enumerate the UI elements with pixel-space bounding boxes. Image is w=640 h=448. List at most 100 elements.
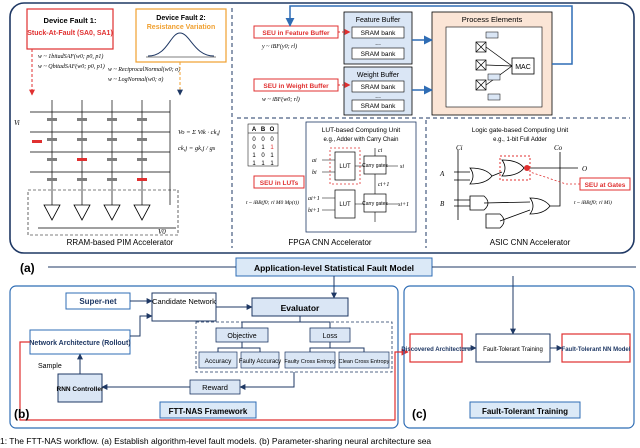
truth-r2-o: 1	[270, 153, 274, 159]
ftt-section: Discovered Architecture Fault-Tolerant T…	[331, 276, 631, 421]
lut-unit-sub: e.g., Adder with Carry Chain	[323, 137, 398, 143]
accuracy-label: Accuracy	[205, 358, 232, 365]
rram-vi-label: Vi	[14, 119, 20, 127]
panel-b-frame	[9, 285, 399, 429]
fpga-section: SEU in Feature Buffer y ~ iBF(y0; rl) SE…	[246, 5, 573, 247]
truth-r1-a: 0	[252, 145, 256, 151]
gaussian-curve	[147, 32, 215, 57]
faulty-ce-label: Faulty Cross Entropy	[284, 359, 336, 365]
full-adder-gates	[454, 150, 578, 229]
ftt-nas-framework-box	[159, 401, 257, 419]
evaluator-label: Evaluator	[281, 303, 320, 313]
feature-sram-2-label: SRAM bank	[361, 51, 396, 58]
figure-caption: 1: The FTT-NAS workflow. (a) Establish a…	[0, 436, 431, 446]
weight-buffer-title: Weight Buffer	[357, 72, 400, 79]
eq-gates: t ~ iBB(f0; rl Mi)	[574, 199, 612, 206]
weight-sram-2-label: SRAM bank	[361, 103, 396, 110]
candidate-network-label: Candidate Network	[152, 297, 216, 306]
feature-sram-1	[351, 26, 405, 39]
asic-sig-a: A	[439, 170, 445, 178]
lut-unit-box	[305, 121, 417, 233]
carry-block-2-label: Carry gates	[362, 201, 388, 207]
fpga-caption: FPGA CNN Accelerator	[288, 238, 371, 247]
label-b: (b)	[14, 407, 29, 421]
eq-rv-1: w ~ ReciprocalNormal(w0; σ)	[108, 66, 180, 73]
panel-c-frame	[403, 285, 635, 429]
eq-saf-1: w ~ 1bitadSAF(w0; p0, p1)	[38, 53, 103, 60]
lut-block-1-label: LUT	[339, 164, 351, 170]
statistical-fault-model-label: Application-level Statistical Fault Mode…	[254, 263, 414, 273]
eq-saf-2: w ~ QbitadSAF(w0; p0, p1)	[38, 63, 105, 70]
rram-faulty-cell-2	[137, 178, 147, 181]
weight-sram-dots: ...	[375, 93, 381, 100]
rnn-controller-label: RNN Controller	[57, 386, 104, 393]
rram-caption: RRAM-based PIM Accelerator	[67, 238, 174, 247]
pe-multipliers	[475, 41, 513, 91]
lut-sig-a2: ai+1	[308, 196, 320, 202]
lut-unit-title: LUT-based Computing Unit	[322, 127, 401, 134]
rram-column-dashed-box	[27, 189, 179, 236]
rram-v0-label: V0	[158, 228, 166, 236]
faulty-accuracy-label: Faulty Accuracy	[239, 359, 281, 365]
objective-split	[217, 342, 261, 352]
eq-feature-buffer: y ~ iBF(y0; rl)	[261, 43, 297, 50]
asic-sig-ci: Ci	[456, 144, 463, 152]
rram-crossbar	[30, 100, 171, 205]
panel-a-frame	[9, 2, 635, 254]
truth-r3-o: 1	[270, 161, 274, 167]
device-fault-1-title: Device Fault 1:	[44, 16, 97, 25]
truth-r1-o: 1	[270, 145, 274, 151]
candidate-network-text: Candidate Network	[152, 297, 216, 306]
weight-sram-2	[351, 99, 405, 112]
feature-sram-1-label: SRAM bank	[361, 30, 396, 37]
lut-sig-s2: si+1	[398, 202, 409, 208]
ft-model-label: Fault-Tolerant NN Model	[562, 347, 631, 353]
rram-faulty-cell-3	[32, 140, 42, 143]
lut-sig-s: si	[400, 164, 404, 170]
device-fault-1-box	[26, 8, 114, 50]
evaluator-to-loss-arrow	[300, 321, 331, 328]
lut-sig-c: ci	[378, 148, 383, 154]
truth-head-a: A	[252, 127, 257, 133]
device-fault-2-box	[135, 8, 227, 63]
mac-label: MAC	[515, 64, 531, 71]
device-fault-2-sub: Resistance Variation	[147, 24, 215, 31]
arch-to-candidate-arrow	[130, 313, 153, 337]
feature-sram-dots: ...	[375, 40, 381, 47]
truth-r3-b: 1	[261, 161, 265, 167]
ftt-nas-framework-label: FTT-NAS Framework	[169, 407, 248, 416]
ftt-section-title-box	[469, 401, 581, 419]
asic-sig-o: O	[582, 165, 587, 173]
loss-label: Loss	[323, 333, 338, 340]
asic-caption: ASIC CNN Accelerator	[490, 238, 571, 247]
process-elements-title: Process Elements	[462, 15, 523, 24]
truth-r0-b: 0	[261, 137, 265, 143]
pe-output-loop	[285, 5, 573, 65]
truth-r0-a: 0	[252, 137, 256, 143]
truth-r1-b: 1	[261, 145, 265, 151]
lut-sig-b2: bi+1	[308, 208, 320, 214]
rram-cells	[47, 118, 147, 181]
lut-sig-a: ai	[312, 158, 317, 164]
asic-unit-sub: e.g., 1-bit Full Adder	[493, 137, 547, 143]
asic-sig-b: B	[440, 200, 445, 208]
seu-gates-label: SEU at Gates	[585, 182, 626, 189]
lut-sig-c1: ci+1	[378, 182, 389, 188]
lut-block-2-label: LUT	[339, 202, 351, 208]
lut-truth-table: A B O 0 0 0 0 1 1 1 0 1 1 1 1	[247, 123, 279, 167]
carry-block-1-label: Carry gates	[362, 163, 388, 169]
rram-section: Device Fault 1: Stuck-At-Fault (SA0, SA1…	[14, 8, 227, 247]
pe-registers	[485, 31, 501, 101]
arch-to-discovered-arrow	[19, 341, 409, 421]
truth-r3-a: 1	[252, 161, 256, 167]
seu-luts-label: SEU in LUTs	[260, 180, 299, 187]
label-a: (a)	[20, 261, 35, 275]
eq-weight-buffer: w ~ iBF(w0; rl)	[262, 96, 300, 103]
lut-sig-b: bi	[312, 170, 317, 176]
feature-buffer-title: Feature Buffer	[356, 17, 401, 24]
nas-framework: Super-net Candidate Network Evaluator Ob…	[14, 292, 409, 421]
gate-fault-dot	[524, 165, 530, 171]
truth-r2-a: 1	[252, 153, 256, 159]
seu-gates-pointer	[529, 171, 580, 185]
